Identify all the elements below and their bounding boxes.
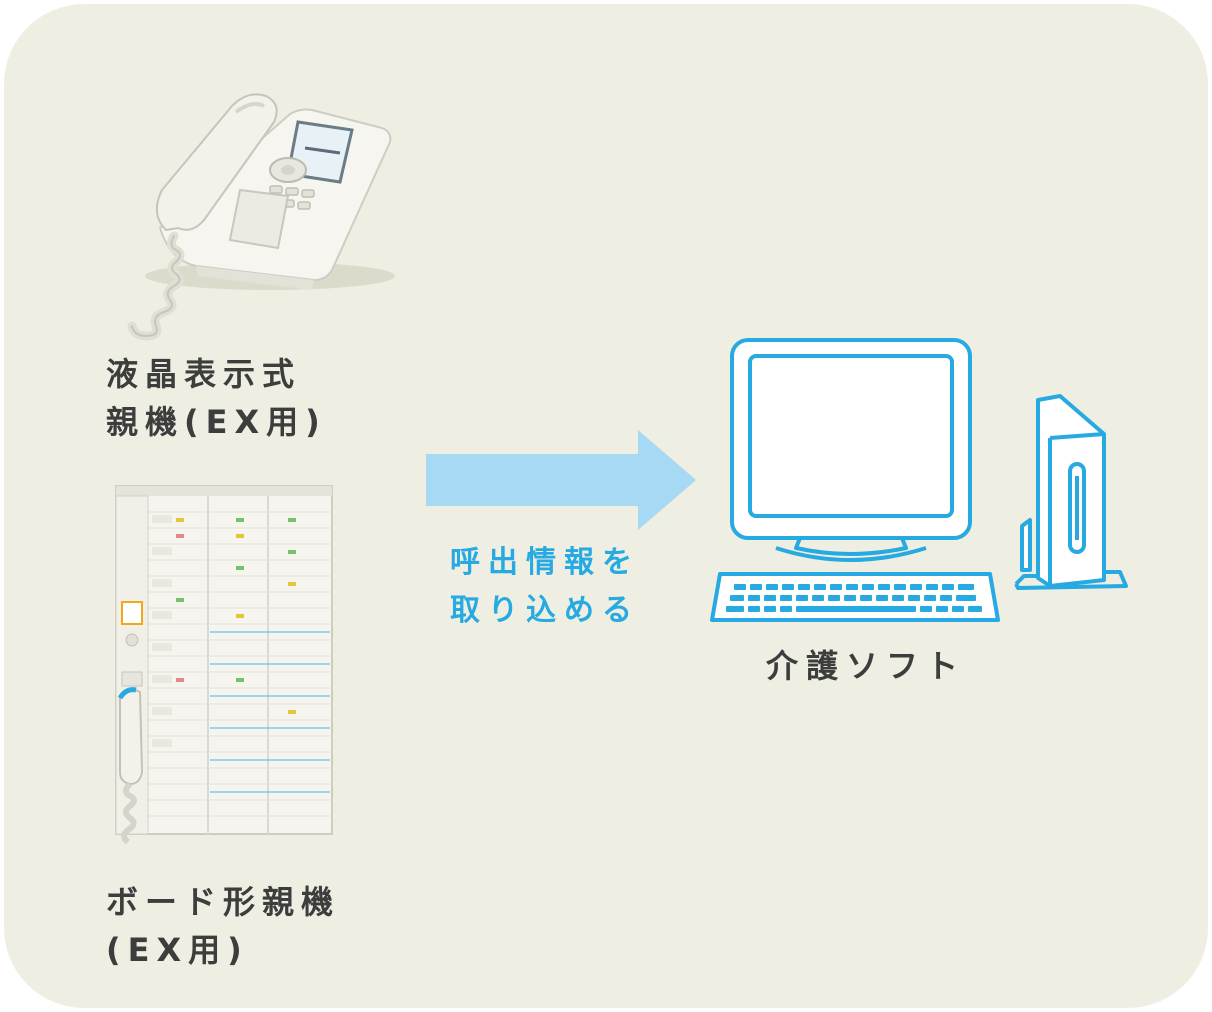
desk-intercom-phone-icon [127, 93, 395, 341]
care-software-label: 介護ソフト [766, 647, 967, 685]
flow-label-line2: 取り込める [450, 593, 640, 628]
lcd-master-label-line1: 液晶表示式 [106, 355, 302, 393]
board-master-label: ボード形親機 (EX用) [106, 878, 340, 974]
right-arrow-icon [426, 430, 696, 530]
board-master-label-line1: ボード形親機 [106, 883, 341, 921]
flow-label: 呼出情報を 取り込める [450, 539, 640, 635]
desktop-computer-icon [710, 338, 1128, 622]
diagram-panel: 液晶表示式 親機(EX用) [4, 4, 1208, 1008]
lcd-master-label: 液晶表示式 親機(EX用) [106, 350, 327, 446]
board-intercom-panel-icon [115, 485, 333, 845]
lcd-master-label-line2: 親機(EX用) [106, 403, 327, 441]
flow-label-line1: 呼出情報を [450, 545, 640, 580]
board-master-label-line2: (EX用) [106, 931, 249, 969]
